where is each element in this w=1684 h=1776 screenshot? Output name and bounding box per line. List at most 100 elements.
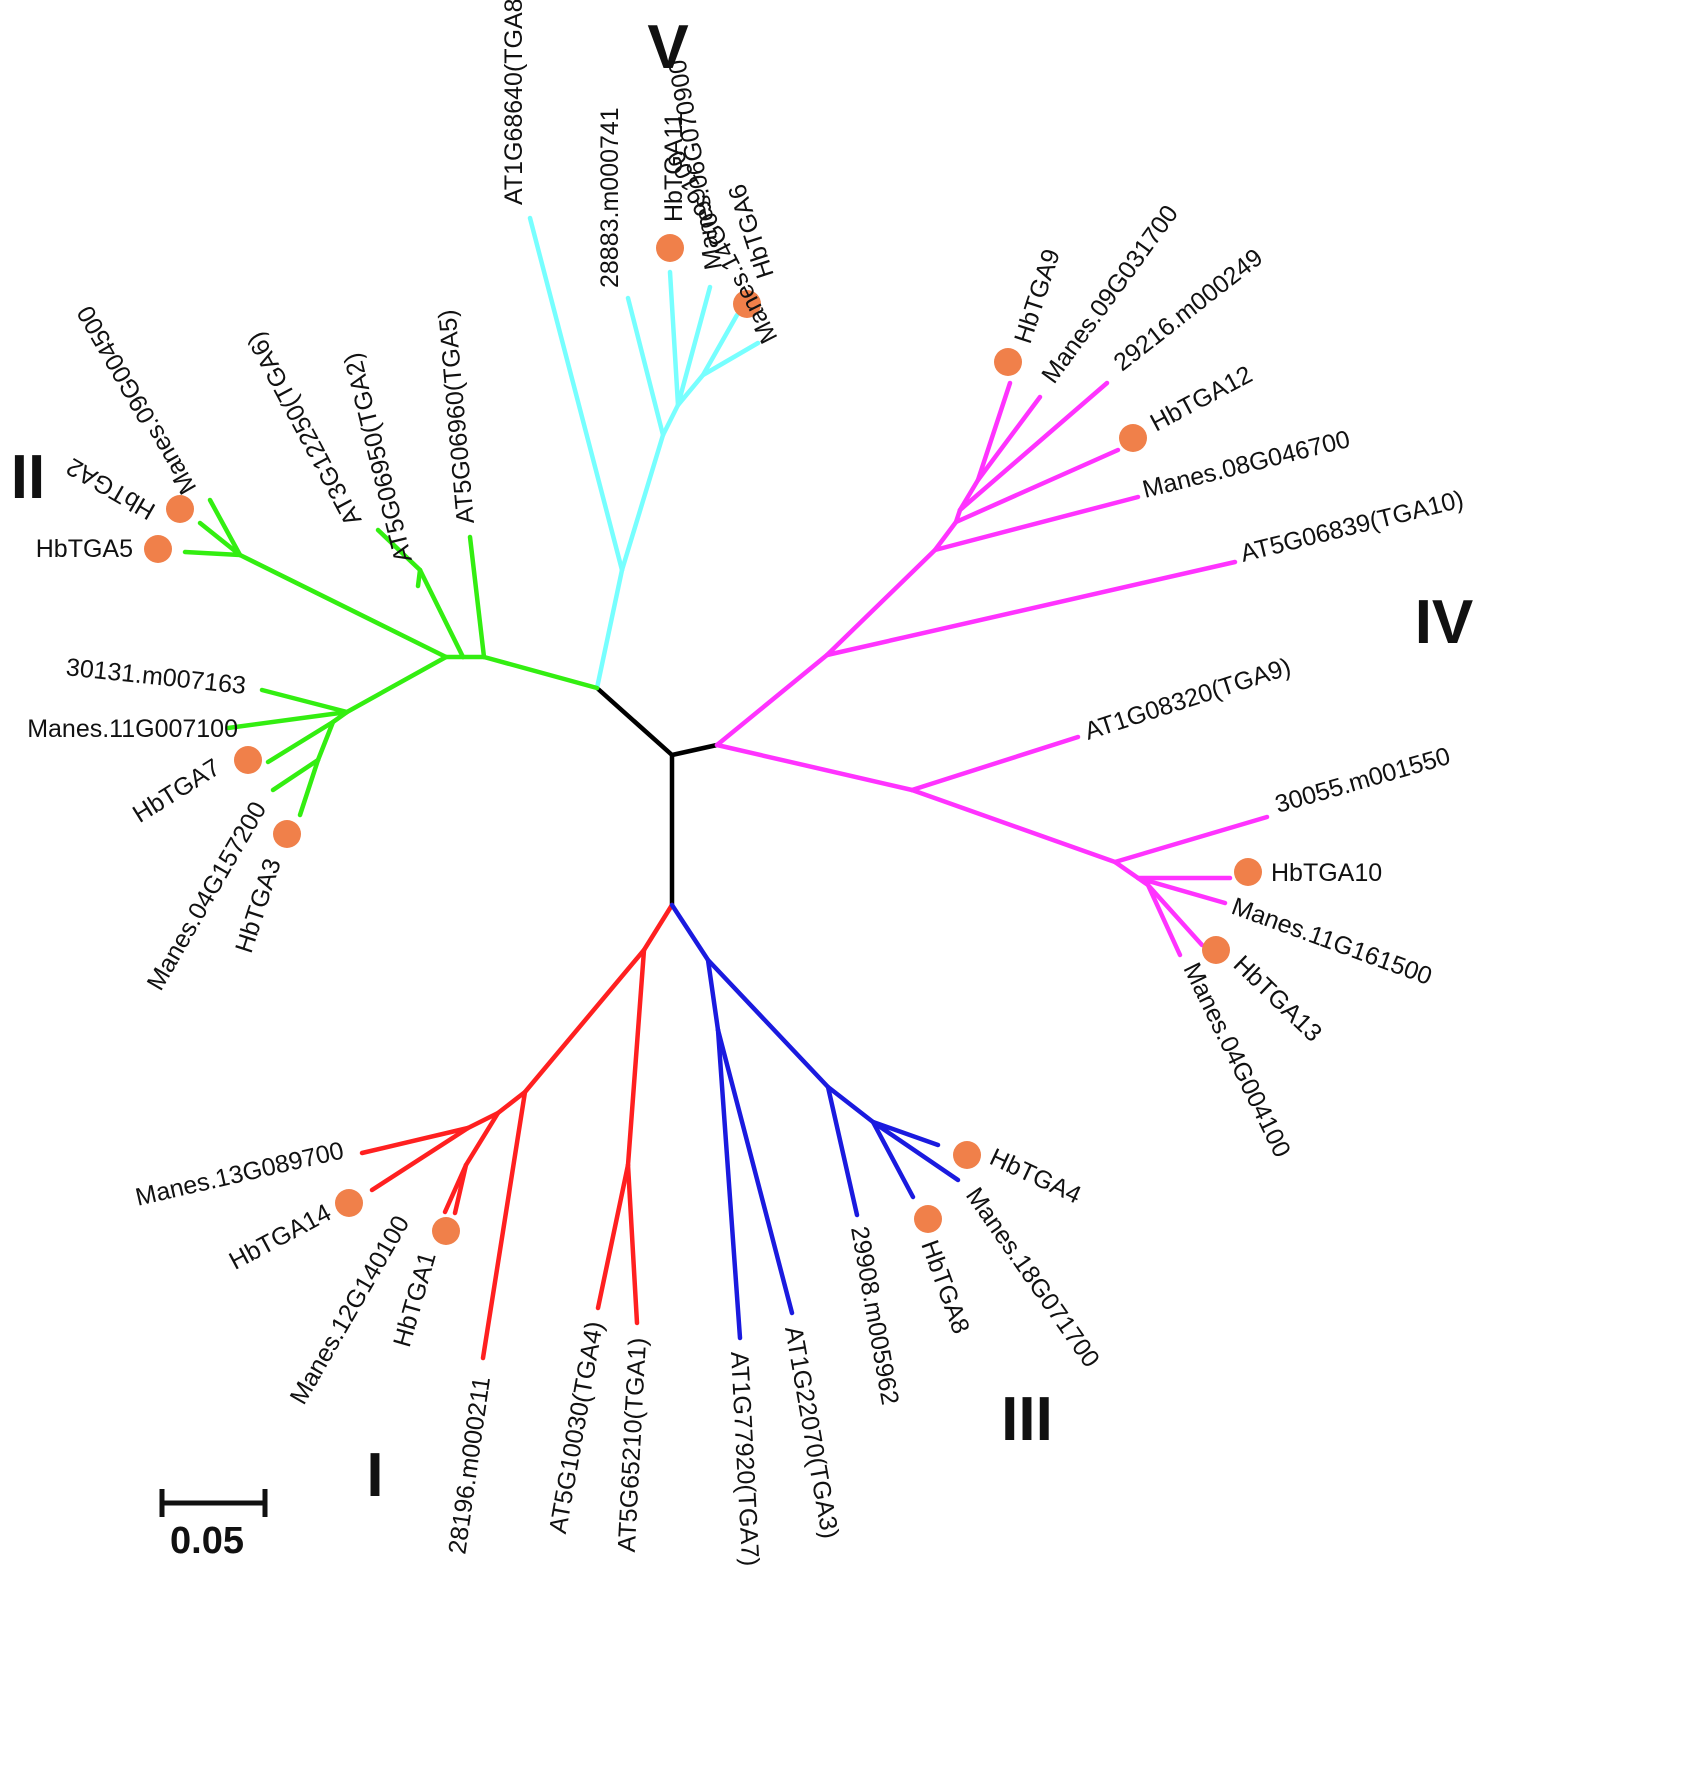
branch	[825, 1084, 860, 1218]
leaf-label-manes11a: Manes.11G007100	[27, 715, 238, 743]
leaf-label-manes08: Manes.08G046700	[1140, 425, 1353, 504]
branch	[207, 497, 243, 558]
clade-v-branches	[527, 215, 761, 691]
branch	[1135, 875, 1228, 906]
leaf-label-hbtga12: HbTGA12	[1146, 360, 1257, 437]
leaf-label-at1g08320: AT1G08320(TGA9)	[1081, 653, 1294, 746]
branch	[265, 719, 336, 765]
clade-i-branches	[359, 902, 675, 1361]
leaf-label-hbtga13: HbTGA13	[1228, 950, 1327, 1047]
branch	[369, 1125, 471, 1193]
branch	[359, 1125, 471, 1156]
leaf-label-at5g06839: AT5G06839(TGA10)	[1238, 485, 1467, 568]
marker-hbtga8	[914, 1205, 942, 1233]
leaf-label-30055: 30055.m001550	[1272, 742, 1453, 819]
branch	[625, 1162, 640, 1326]
leaf-label-hbtga9: HbTGA9	[1009, 246, 1066, 347]
branch	[480, 1089, 528, 1361]
marker-hbtga11	[656, 234, 684, 262]
branch	[870, 1119, 916, 1200]
branch	[1145, 882, 1183, 958]
branch	[315, 719, 336, 763]
branch	[375, 527, 423, 573]
branch	[595, 1162, 631, 1311]
branch	[1112, 859, 1141, 881]
leaf-label-hbtga3: HbTGA3	[230, 855, 287, 956]
leaf-label-manes09b: Manes.09G031700	[1036, 200, 1184, 389]
branch	[330, 709, 350, 725]
scale-bar-label: 0.05	[170, 1520, 244, 1562]
leaf-label-at1g68640: AT1G68640(TGA8)	[500, 0, 528, 205]
marker-hbtga5	[144, 535, 172, 563]
branch	[957, 380, 1110, 513]
clade-ii-branches	[182, 497, 600, 818]
branch	[297, 757, 321, 818]
leaf-label-30131: 30131.m007163	[65, 653, 248, 700]
branch	[824, 559, 1238, 658]
backbone-branch	[594, 685, 675, 758]
leaf-label-at5g06960: AT5G06960(TGA5)	[433, 308, 480, 525]
branch	[975, 394, 1043, 483]
branch	[625, 947, 647, 1168]
leaf-label-hbtga5: HbTGA5	[36, 535, 133, 563]
branch	[675, 284, 713, 408]
marker-hbtga1	[432, 1217, 460, 1245]
leaf-label-hbtga4: HbTGA4	[985, 1143, 1085, 1210]
leaf-label-hbtga10: HbTGA10	[1271, 859, 1382, 887]
branch	[467, 534, 487, 660]
clade-label-v: V	[647, 13, 688, 82]
branch	[824, 547, 938, 658]
leaf-label-28196: 28196.m000211	[443, 1375, 496, 1556]
branch	[495, 1089, 528, 1116]
branch	[705, 957, 721, 1033]
branch	[975, 380, 1013, 483]
backbone-branches	[594, 685, 720, 908]
branch	[1112, 814, 1270, 865]
branch	[259, 687, 350, 715]
leaf-label-28883: 28883.m000741	[596, 107, 624, 288]
leaf-label-at1g22070: AT1G22070(TGA3)	[779, 1324, 844, 1541]
clade-labels: V II IV III I	[11, 13, 1474, 1510]
branch	[1145, 882, 1205, 948]
marker-hbtga12	[1119, 424, 1147, 452]
scale-bar: 0.05	[159, 1489, 268, 1562]
branch	[625, 295, 666, 438]
branch	[953, 447, 1121, 525]
branch	[619, 432, 666, 573]
marker-hbtga4	[953, 1141, 981, 1169]
branch	[675, 372, 706, 408]
branch	[522, 947, 647, 1095]
branch	[870, 1119, 961, 1183]
branch	[344, 654, 449, 715]
branch	[641, 902, 675, 953]
leaf-label-manes13: Manes.13G089700	[133, 1137, 347, 1212]
branch	[932, 519, 959, 553]
leaf-label-hbtga1: HbTGA1	[388, 1249, 442, 1350]
branch	[909, 734, 1081, 793]
branch	[705, 957, 831, 1090]
leaf-label-hbtga11: HbTGA11	[660, 113, 688, 222]
branch	[870, 1119, 941, 1148]
branch	[667, 269, 681, 408]
backbone-branch	[669, 742, 720, 758]
marker-hbtga6	[733, 290, 761, 318]
leaf-label-manes18: Manes.18G071700	[960, 1182, 1105, 1372]
branch	[700, 312, 740, 378]
branch	[825, 1084, 876, 1125]
branch	[237, 552, 449, 660]
leaf-label-manes12: Manes.12G140100	[285, 1211, 416, 1409]
clade-label-i: I	[366, 1441, 383, 1510]
clade-iv-branches	[714, 380, 1270, 958]
marker-hbtga3	[273, 820, 301, 848]
marker-hbtga2	[166, 495, 194, 523]
branch	[714, 652, 830, 748]
branch	[415, 567, 423, 589]
marker-hbtga9	[994, 348, 1022, 376]
clade-iii-branches	[669, 902, 961, 1341]
clade-label-ii: II	[11, 443, 45, 512]
branch	[715, 1027, 795, 1316]
branch	[452, 1162, 469, 1216]
leaf-label-hbtga7: HbTGA7	[128, 753, 225, 828]
branch	[957, 477, 981, 513]
